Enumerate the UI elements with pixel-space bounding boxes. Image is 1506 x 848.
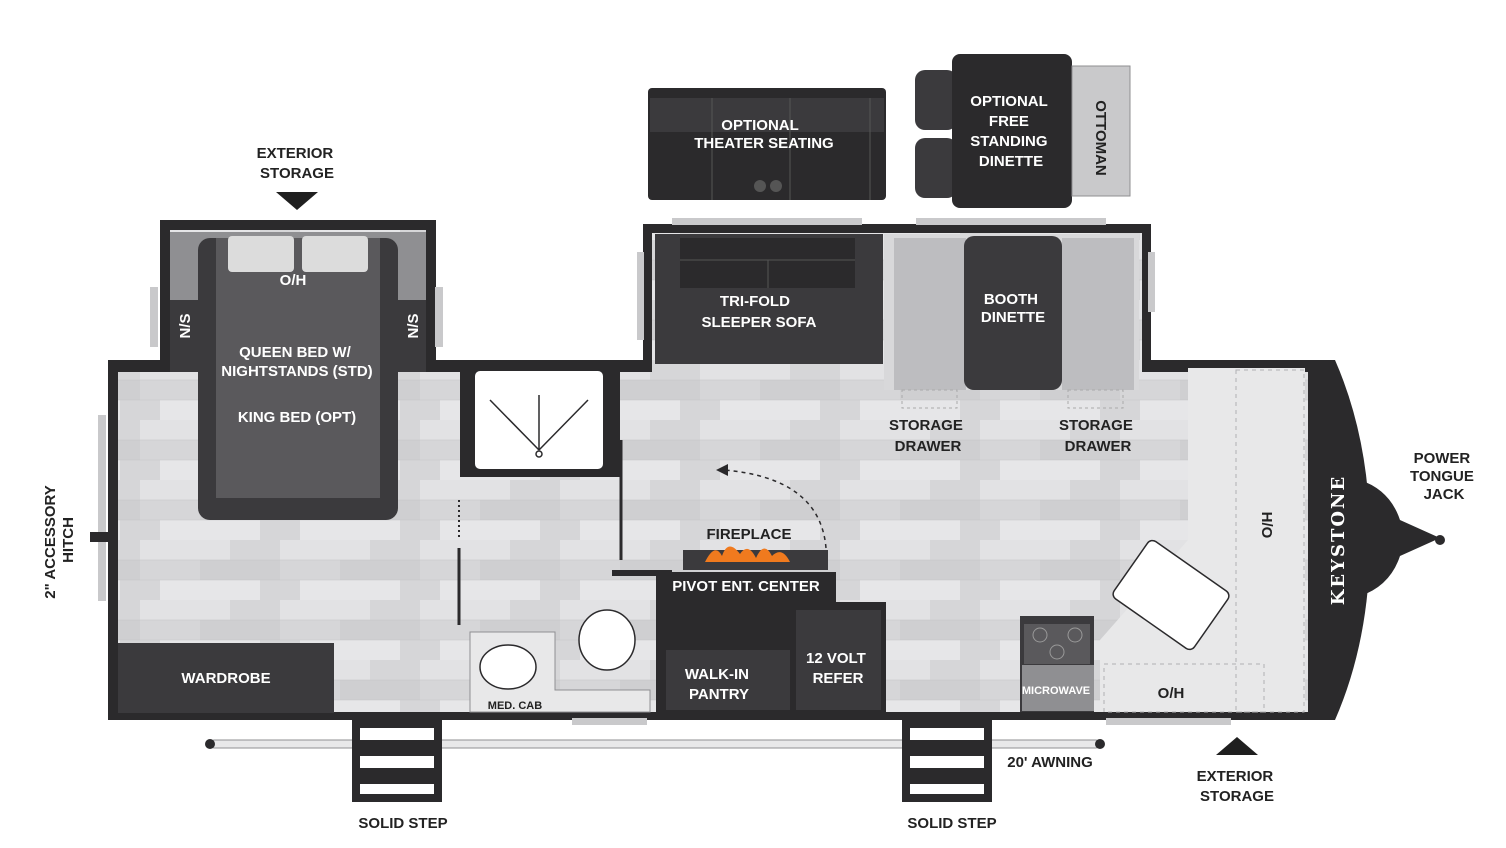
step-right-label: SOLID STEP [907, 815, 996, 832]
wardrobe-label: WARDROBE [181, 670, 270, 687]
bath-window [572, 718, 647, 725]
pillow-left [228, 236, 294, 272]
refrigerator [796, 610, 881, 710]
bathroom [457, 367, 651, 725]
step-left [352, 720, 442, 802]
kitchen-window [1106, 718, 1231, 725]
bathroom-sink [479, 644, 537, 690]
bedroom-window-right [435, 287, 443, 347]
entertainment-center-label: PIVOT ENT. CENTER [672, 578, 820, 595]
storage-drawer-left-label: STORAGE DRAWER [889, 417, 967, 455]
rear-window [98, 415, 106, 601]
living-slide [637, 218, 1155, 409]
refrigerator-label: 12 VOLT REFER [806, 650, 870, 687]
brand-logo: KEYSTONE [1328, 475, 1349, 605]
tongue-jack [1360, 480, 1445, 596]
slide-window-right [916, 218, 1106, 225]
kitchen-sink [1112, 539, 1230, 651]
exterior-storage-arrow-down-icon [276, 192, 318, 210]
nightstand-right [398, 300, 426, 372]
exterior-storage-arrow-up-icon [1216, 737, 1258, 755]
tongue-jack-label: POWER TONGUE JACK [1410, 450, 1478, 503]
hutch-overhead [1235, 369, 1305, 713]
accessory-hitch-label: 2" ACCESSORY HITCH [42, 481, 77, 598]
fireplace-label: FIREPLACE [706, 526, 791, 543]
microwave [1022, 665, 1094, 711]
hutch-overhead-label: H/O [1258, 512, 1275, 539]
dinette-chair-top [915, 70, 957, 130]
nightstand-left [170, 300, 198, 372]
walk-in-pantry-label: WALK-IN PANTRY [685, 666, 753, 703]
overhead-cabinet-kitchen [1103, 663, 1265, 713]
exterior-storage-bottom-label: EXTERIOR STORAGE [1197, 768, 1278, 805]
exterior-storage-top-label: EXTERIOR STORAGE [257, 145, 338, 182]
pivot-arc [723, 469, 827, 549]
overhead-bedroom-label: O/H [280, 272, 307, 289]
dinette-table [952, 54, 1072, 208]
step-left-label: SOLID STEP [358, 815, 447, 832]
entertainment-center [656, 572, 836, 602]
walk-in-pantry [666, 650, 790, 710]
theater-seating-label: OPTIONAL THEATER SEATING [694, 117, 833, 152]
freestanding-dinette-label: OPTIONAL FREE STANDING DINETTE [970, 93, 1051, 170]
queen-bed-label: QUEEN BED W/ NIGHTSTANDS (STD) [221, 344, 372, 380]
ottoman-label: OTTOMAN [1092, 100, 1109, 176]
ottoman [1071, 65, 1131, 197]
king-bed-label: KING BED (OPT) [238, 409, 356, 426]
microwave-label: MICROWAVE [1022, 685, 1090, 697]
pillow-right [302, 236, 368, 272]
freestanding-dinette [915, 54, 1131, 208]
storage-drawer-right-label: STORAGE DRAWER [1059, 417, 1137, 455]
booth-seat-left [894, 238, 966, 390]
center-block [612, 464, 886, 712]
bedroom [150, 232, 443, 520]
slide-window-left [672, 218, 862, 225]
step-right [902, 720, 992, 802]
toilet [578, 609, 636, 671]
awning-label: 20' AWNING [1007, 754, 1093, 771]
bedroom-window-left [150, 287, 158, 347]
pivot-arrow-icon [716, 464, 728, 476]
overhead-kitchen-label: O/H [1158, 685, 1185, 702]
sofa-window [637, 252, 644, 340]
booth-dinette-label: BOOTH DINETTE [981, 291, 1045, 326]
nightstand-right-label: N/S [405, 313, 422, 338]
accessory-hitch [90, 532, 108, 542]
theater-seating [648, 88, 886, 200]
nightstand-left-label: N/S [177, 313, 194, 338]
wardrobe [118, 643, 334, 713]
dinette-chair-bottom [915, 138, 957, 198]
kitchen [1020, 369, 1305, 725]
fireplace-flame-icon [705, 546, 790, 562]
booth-seat-right [1062, 238, 1134, 390]
dinette-window [1148, 252, 1155, 312]
booth-table [964, 236, 1062, 390]
sleeper-sofa-label: TRI-FOLD SLEEPER SOFA [701, 293, 816, 331]
med-cab-label: MED. CAB [488, 700, 542, 712]
